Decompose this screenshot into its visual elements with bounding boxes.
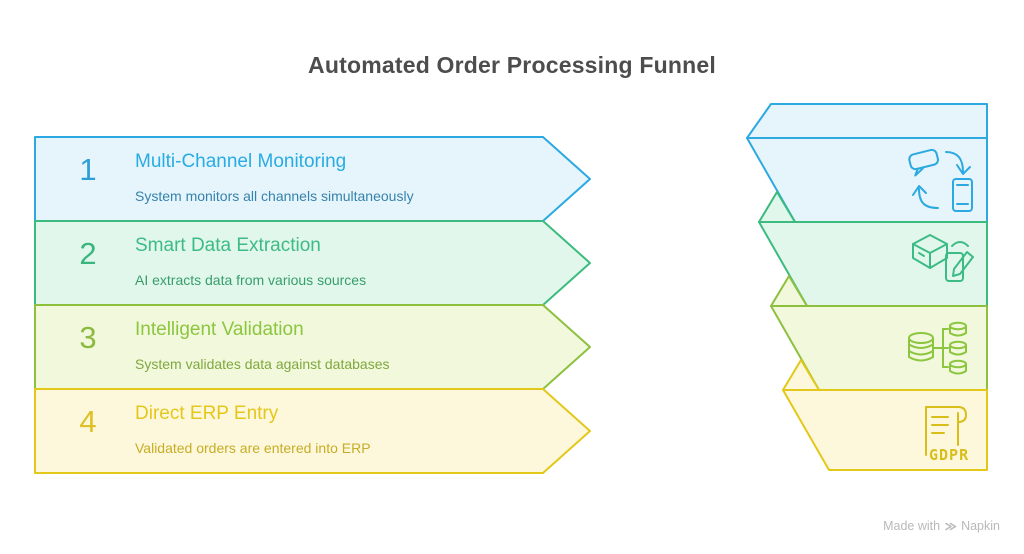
ribbon-band-4 [782, 389, 988, 471]
step-description: AI extracts data from various sources [135, 272, 367, 288]
page-title: Automated Order Processing Funnel [308, 52, 716, 78]
funnel-diagram [34, 136, 591, 474]
step-number: 3 [79, 320, 97, 355]
ribbon-top-flap [746, 103, 988, 139]
step-description: System validates data against databases [135, 356, 390, 372]
ribbon-diagram: GDPR [746, 103, 988, 471]
gdpr-document-icon: GDPR [925, 406, 969, 464]
watermark-prefix: Made with [883, 519, 941, 533]
step-number: 1 [79, 152, 97, 187]
funnel-step-4: 4 Direct ERP Entry Validated orders are … [34, 389, 574, 473]
package-edit-icon [912, 234, 974, 282]
step-description: System monitors all channels simultaneou… [135, 188, 414, 204]
watermark: Made with Napkin [883, 518, 1000, 534]
napkin-logo-icon [945, 522, 957, 530]
step-title: Multi-Channel Monitoring [135, 151, 347, 172]
database-validation-icon [908, 321, 967, 375]
step-description: Validated orders are entered into ERP [135, 440, 371, 456]
step-title: Direct ERP Entry [135, 403, 279, 424]
funnel-step-4-arrow [34, 388, 591, 474]
step-title: Intelligent Validation [135, 319, 304, 340]
sync-devices-icon [908, 148, 973, 212]
step-number: 4 [79, 404, 97, 439]
funnel-step-1-arrow [34, 136, 591, 222]
funnel-step-3-arrow [34, 304, 591, 390]
step-title: Smart Data Extraction [135, 235, 321, 256]
funnel-step-3: 3 Intelligent Validation System validate… [34, 305, 574, 389]
funnel-step-2: 2 Smart Data Extraction AI extracts data… [34, 221, 574, 305]
funnel-step-2-arrow [34, 220, 591, 306]
watermark-brand: Napkin [961, 519, 1000, 533]
gdpr-label: GDPR [929, 446, 969, 464]
funnel-step-1: 1 Multi-Channel Monitoring System monito… [34, 137, 574, 221]
step-number: 2 [79, 236, 97, 271]
